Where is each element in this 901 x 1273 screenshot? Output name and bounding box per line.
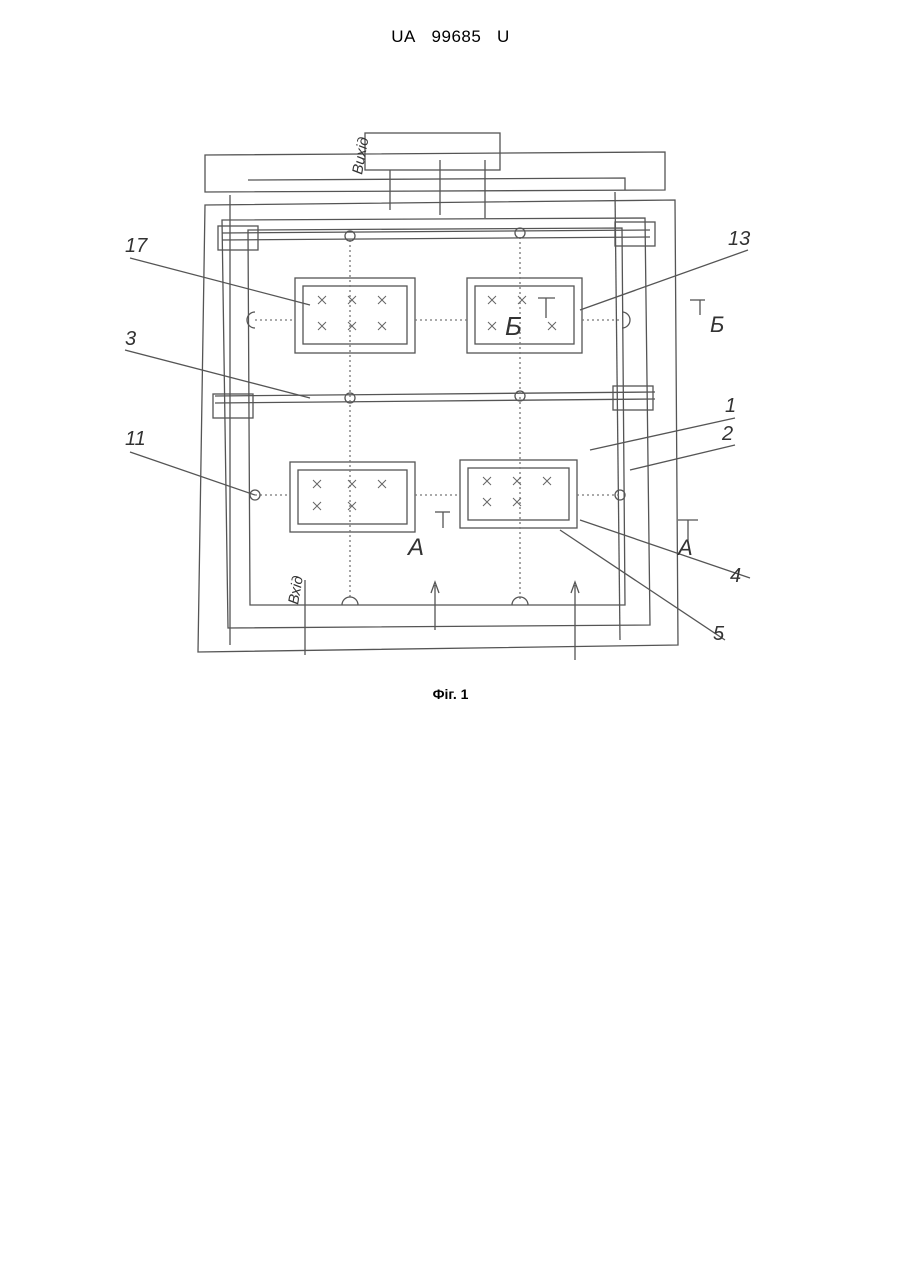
patent-drawing: Вихід Вхід 17 13 3 11 1 2 4 5 А А Б Б [110,100,770,675]
label-ref-3: 3 [125,328,136,350]
cartridge-lower-left [290,462,415,532]
clamp-mid-left [213,394,253,418]
patent-country: UA [391,27,416,47]
label-ref-13: 13 [728,228,750,250]
inner-chamber [222,218,650,628]
patent-number: 99685 [432,27,482,47]
outlet-box [365,133,500,170]
drawing-svg: Вихід Вхід 17 13 3 11 1 2 4 5 А А Б Б [110,100,770,675]
label-section-a-left: А [406,534,424,561]
outer-housing [198,200,678,652]
cartridge-lower-right [460,460,577,528]
top-channel [205,152,665,192]
patent-header: UA 99685 U [0,27,901,47]
middle-rail [215,392,655,396]
patent-kind: U [497,27,510,47]
figure-caption: Фіг. 1 [0,686,901,702]
label-ref-4: 4 [730,565,741,587]
label-inlet: Вхід [285,575,307,606]
cartridge-upper-right [467,278,582,353]
label-ref-17: 17 [125,235,148,257]
label-ref-5: 5 [713,623,725,645]
inner-chamber-2 [248,228,625,605]
label-section-a-right: А [676,535,693,560]
label-section-b-inner: Б [505,311,522,341]
label-ref-11: 11 [125,428,146,450]
cartridge-upper-left [295,278,415,353]
top-rail [222,230,650,233]
clamp-top-right [615,222,655,246]
label-ref-2: 2 [721,423,733,445]
top-channel-inner [248,178,625,190]
label-section-b-right: Б [710,312,724,337]
label-ref-1: 1 [725,395,736,417]
